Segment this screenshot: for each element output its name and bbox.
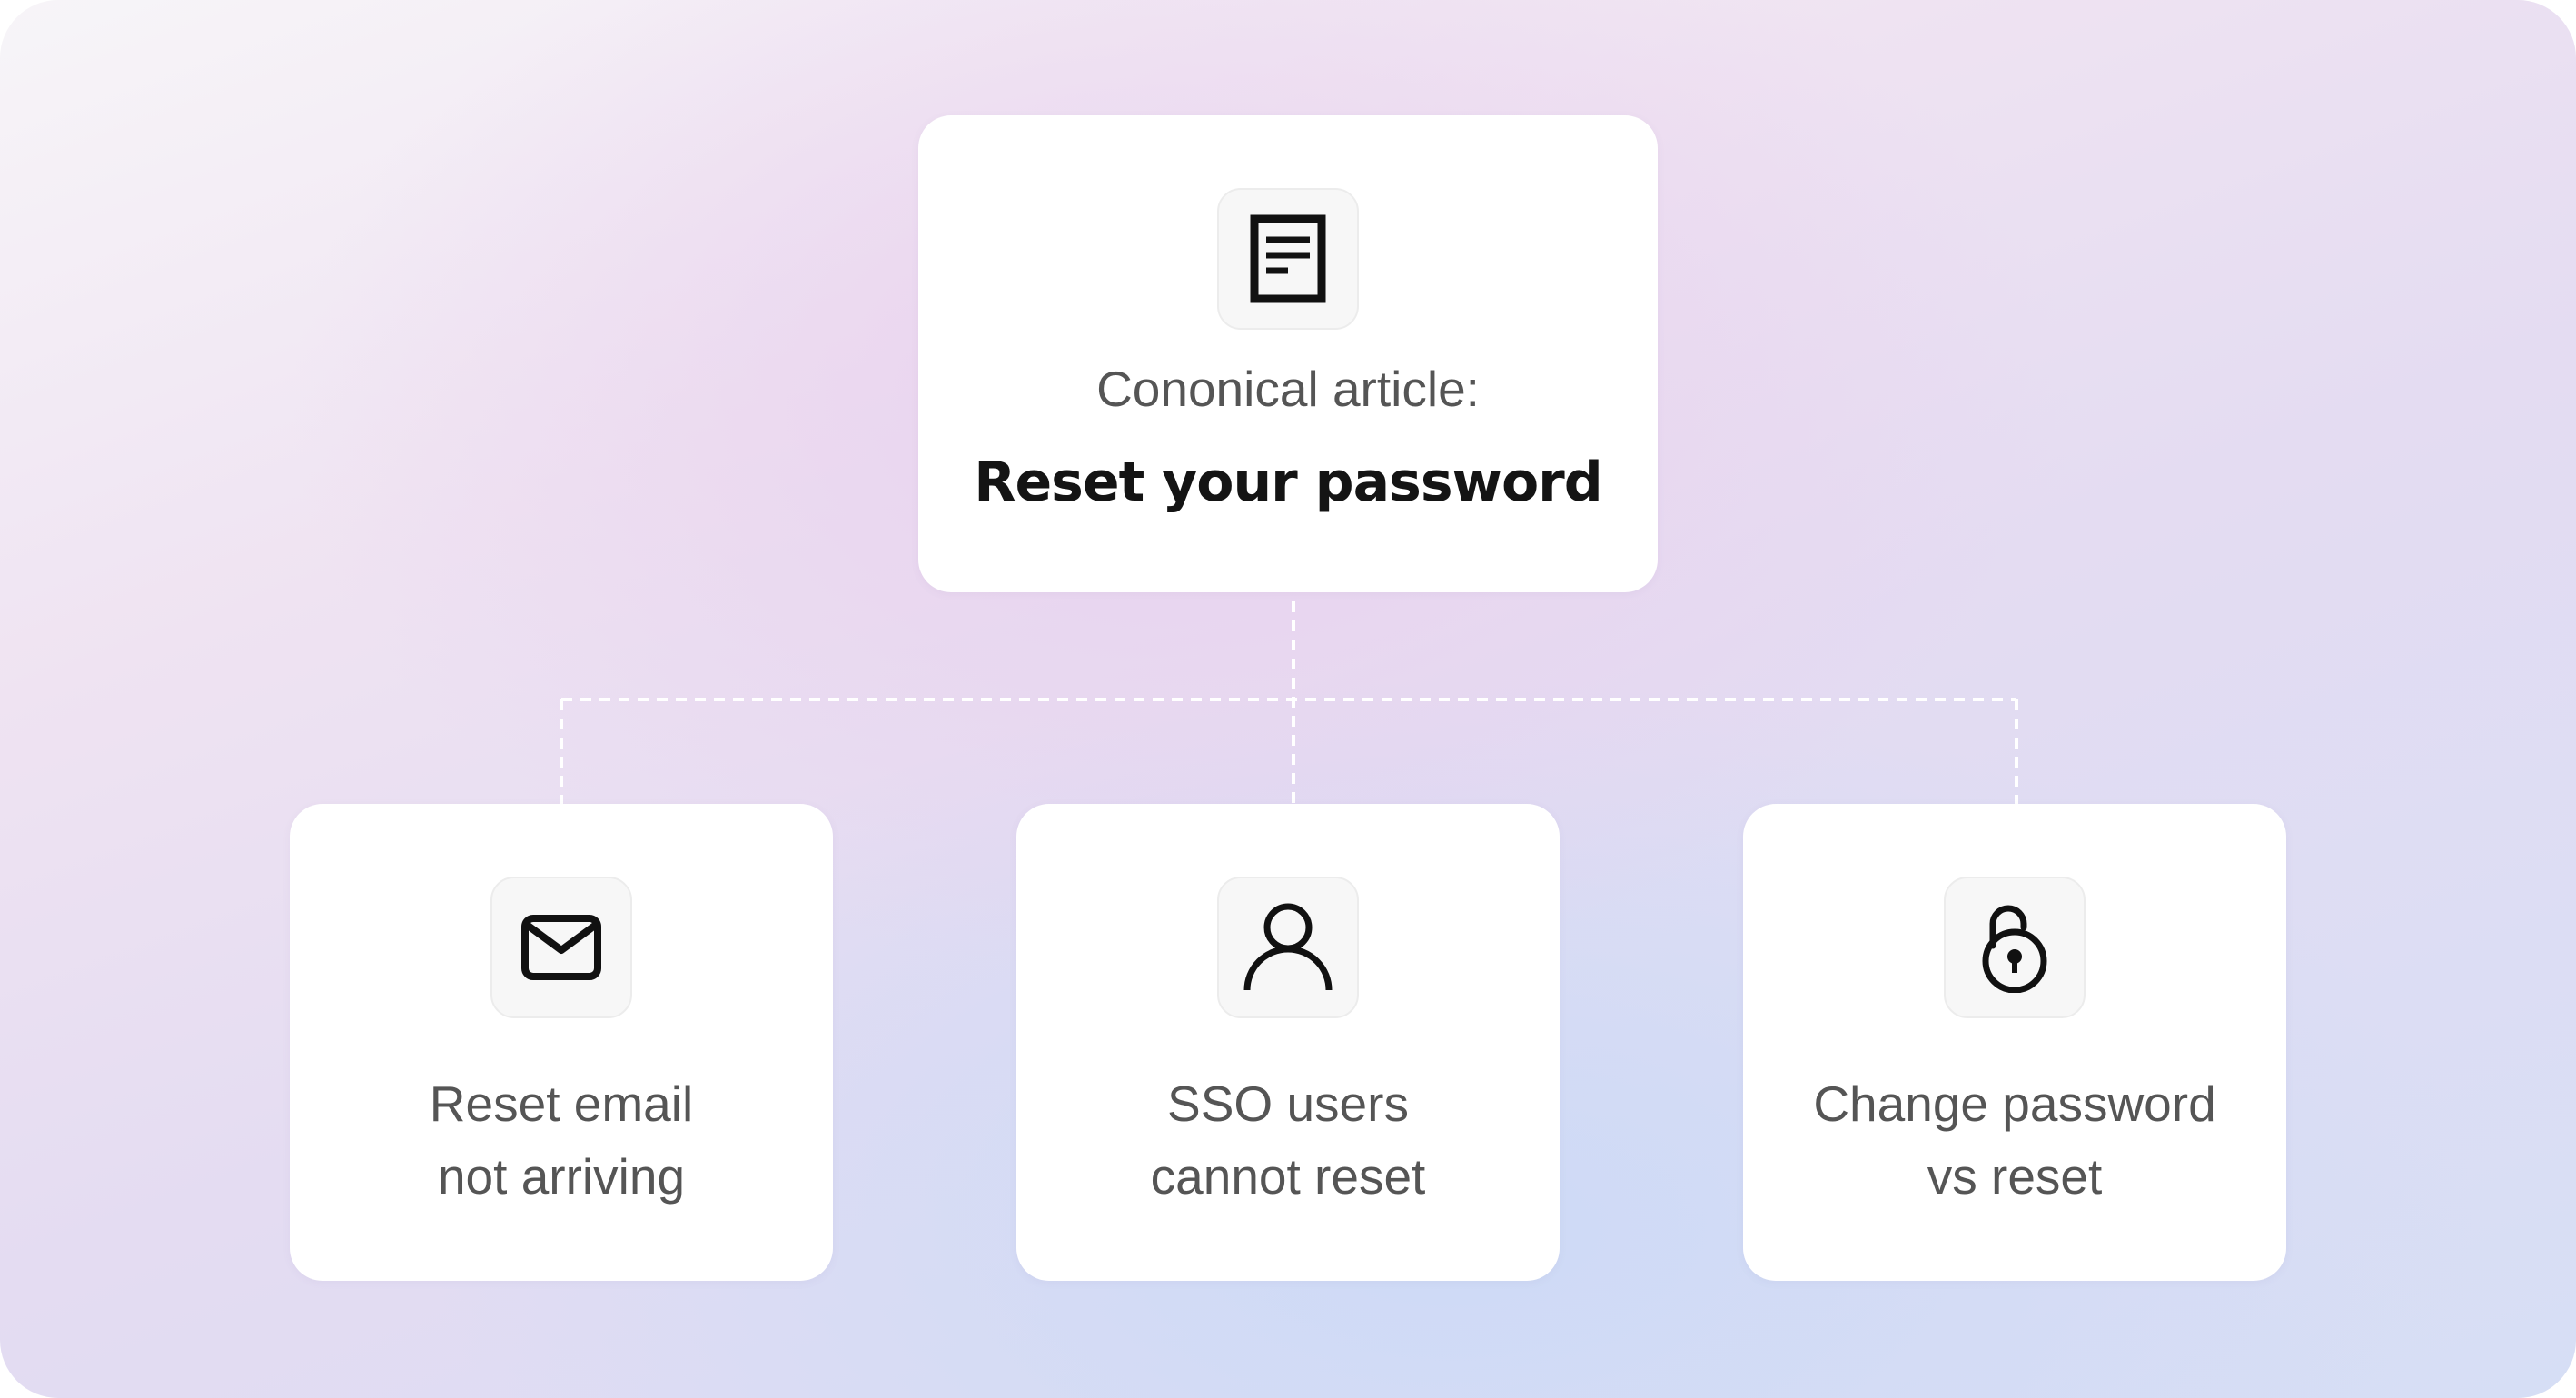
mail-icon (490, 877, 632, 1018)
child-card-sso-users: SSO users cannot reset (1016, 804, 1560, 1281)
child-card-change-password: Change password vs reset (1743, 804, 2286, 1281)
canonical-article-subtitle: Cononical article: (1096, 361, 1480, 417)
child-label-sso-users: SSO users cannot reset (1016, 1067, 1560, 1213)
child-label-line-1: Change password (1813, 1076, 2216, 1132)
child-label-line-1: SSO users (1167, 1076, 1409, 1132)
child-label-line-2: vs reset (1927, 1148, 2103, 1205)
canonical-article-title: Reset your password (974, 451, 1602, 514)
user-icon (1217, 877, 1359, 1018)
document-icon (1217, 188, 1359, 330)
child-label-reset-email: Reset email not arriving (290, 1067, 833, 1213)
child-label-change-password: Change password vs reset (1743, 1067, 2286, 1213)
unlock-icon (1944, 877, 2086, 1018)
canonical-article-card: Cononical article: Reset your password (918, 115, 1658, 592)
child-label-line-1: Reset email (429, 1076, 694, 1132)
child-card-reset-email: Reset email not arriving (290, 804, 833, 1281)
child-label-line-2: cannot reset (1150, 1148, 1426, 1205)
child-label-line-2: not arriving (437, 1148, 686, 1205)
